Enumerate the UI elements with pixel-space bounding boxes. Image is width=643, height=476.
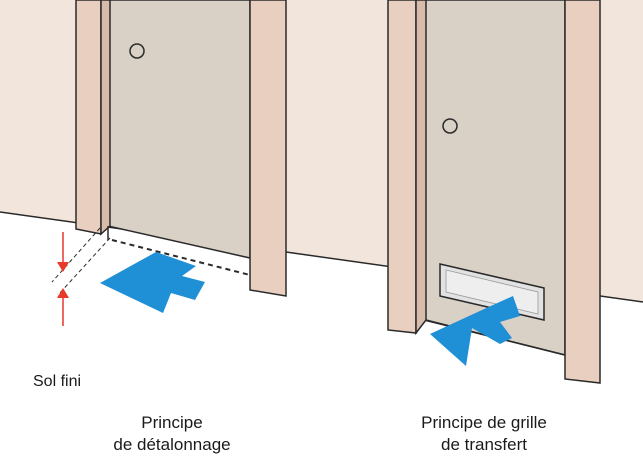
right-caption-line-2: de transfert	[441, 435, 527, 454]
left-door-leaf	[107, 0, 251, 259]
floor-label: Sol fini	[33, 373, 82, 390]
left-airflow-arrow	[100, 252, 205, 313]
left-door-knob	[129, 43, 145, 59]
left-door-jamb-left-side	[100, 0, 111, 236]
dimension-guide-top	[51, 227, 101, 283]
right-caption-line-1: Principe de grille	[421, 413, 547, 432]
undercut-dimension	[57, 232, 69, 326]
right-caption: Principe de grille de transfert	[364, 412, 604, 456]
left-caption-line-2: de détalonnage	[113, 435, 231, 454]
right-door-jamb-left-side	[415, 0, 427, 336]
left-caption: Principe de détalonnage	[52, 412, 292, 456]
right-airflow-arrow	[430, 296, 520, 366]
left-door-assembly	[51, 0, 287, 297]
left-door-jamb-right	[249, 0, 287, 297]
right-door-jamb-right	[564, 0, 601, 384]
undercut-gap-line	[111, 239, 251, 276]
left-door-jamb-left	[75, 0, 102, 235]
right-door-knob	[442, 118, 458, 134]
right-door-jamb-left	[387, 0, 417, 334]
dimension-guide-bottom	[57, 237, 111, 296]
left-caption-line-1: Principe	[141, 413, 203, 432]
